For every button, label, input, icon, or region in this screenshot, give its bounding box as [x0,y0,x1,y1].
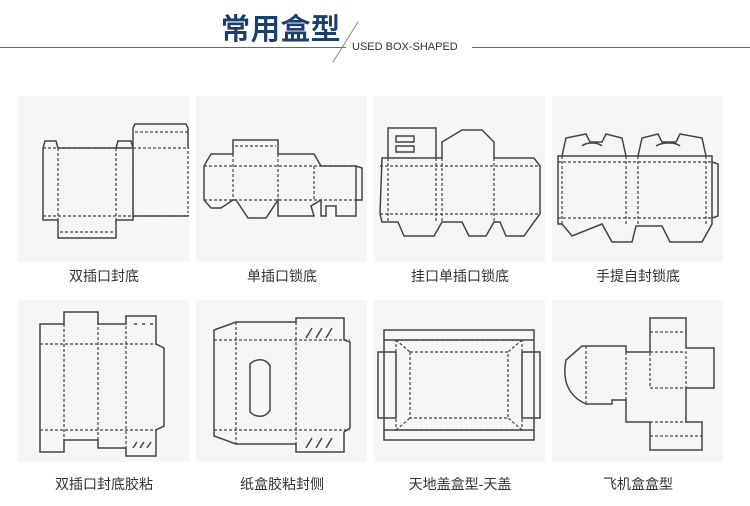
divider-right [472,47,750,48]
box-label: 单插口锁底 [247,269,317,285]
box-label: 飞机盒盒型 [603,477,673,493]
box-label: 双插口封底 [69,269,139,285]
box-diagram-hanger-tuck-lock [374,96,545,262]
box-diagram-handle-self-lock [552,96,723,262]
page-title: 常用盒型 [221,12,342,46]
box-label: 纸盒胶粘封侧 [240,477,324,493]
box-label: 双插口封底胶粘 [55,477,153,493]
box-diagram-mailer-box [552,300,723,462]
box-diagram-side-glued [196,300,367,462]
box-diagram-double-tuck-glued [18,300,189,462]
box-label: 天地盖盒型-天盖 [408,477,512,493]
box-diagram-single-tuck-lock [196,96,367,262]
box-label: 手提自封锁底 [596,269,680,285]
divider-left [0,47,346,48]
box-diagram-double-tuck [18,96,189,262]
page-subtitle: USED BOX-SHAPED [352,41,458,53]
box-label: 挂口单插口锁底 [411,269,509,285]
box-diagram-lid-top [374,300,545,462]
